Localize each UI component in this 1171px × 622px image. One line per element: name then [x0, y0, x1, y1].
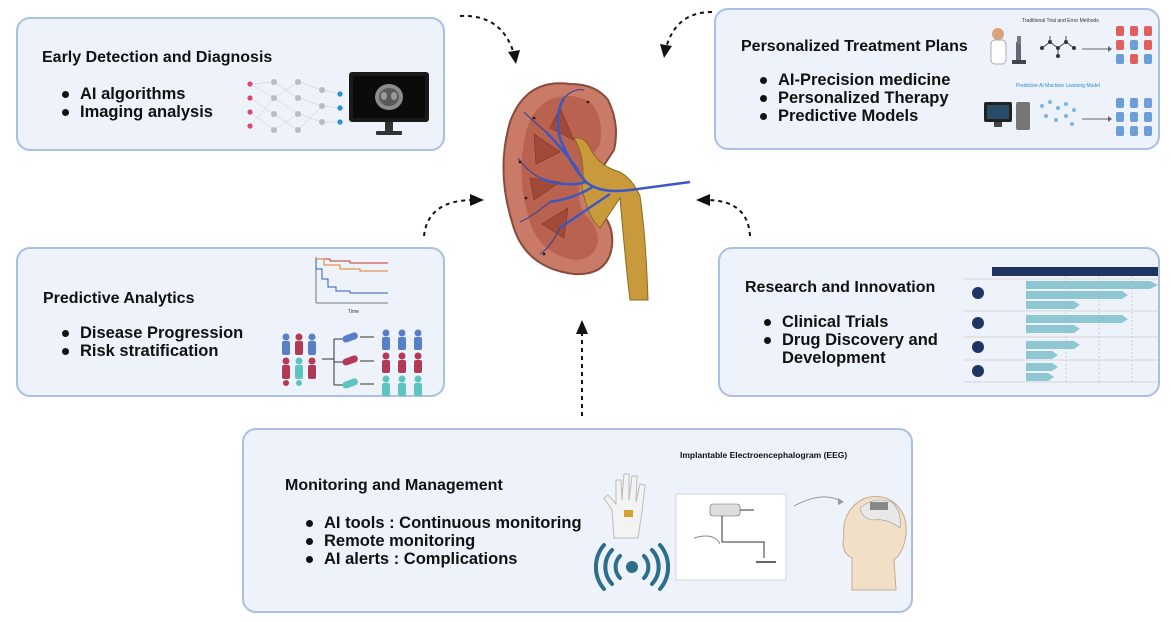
arrow-to-kidney-from-early-detection: [459, 14, 520, 64]
list-item: Development: [782, 349, 886, 367]
wireless-signal-icon: [593, 543, 671, 591]
list-item: Disease Progression: [60, 324, 243, 342]
list-item: Risk stratification: [60, 342, 243, 360]
list-item: Predictive Models: [758, 107, 950, 125]
list-item: AI alerts : Complications: [304, 550, 582, 568]
figure-heading-traditional: Traditional Trial and Error Methods: [1022, 18, 1099, 24]
monitoring-title: Monitoring and Management: [285, 477, 503, 494]
arrow-icon: [1082, 116, 1112, 122]
molecule-cluster-icon: [1040, 100, 1076, 126]
personalized-treatment-list: AI-Precision medicine Personalized Thera…: [758, 71, 950, 125]
predictive-analytics-panel: Predictive Analytics Disease Progression…: [16, 247, 445, 397]
monitor-brain-scan-icon: [349, 72, 429, 135]
early-detection-panel: Early Detection and Diagnosis AI algorit…: [16, 17, 445, 151]
arrow-icon: [1082, 46, 1112, 52]
population-stratification-icon: [282, 329, 422, 396]
research-innovation-list: Clinical Trials Drug Discovery and Devel…: [762, 313, 938, 367]
monitoring-list: AI tools : Continuous monitoring Remote …: [304, 514, 582, 568]
research-innovation-title: Research and Innovation: [745, 279, 936, 296]
early-detection-list: AI algorithms Imaging analysis: [60, 85, 213, 121]
list-item: Imaging analysis: [60, 103, 213, 121]
personalized-treatment-panel: Personalized Treatment Plans AI-Precisio…: [714, 8, 1160, 150]
eeg-heading: Implantable Electroencephalogram (EEG): [680, 450, 848, 460]
patient-grid-icon: [1116, 98, 1152, 136]
chart-xlabel: Time: [348, 309, 359, 315]
survival-curve-icon: [315, 257, 388, 304]
computer-icon: [984, 102, 1030, 130]
predictive-analytics-list: Disease Progression Risk stratification: [60, 324, 243, 360]
list-item: AI algorithms: [60, 85, 213, 103]
patient-grid-icon: [1116, 26, 1152, 64]
predictive-analytics-title: Predictive Analytics: [43, 290, 195, 307]
kidney-icon: [502, 82, 691, 301]
arrow-to-kidney-from-analytics: [423, 194, 484, 237]
arrow-to-kidney-from-research: [696, 194, 751, 237]
scientist-microscope-icon: [990, 28, 1026, 65]
list-item: Drug Discovery and: [762, 331, 938, 349]
list-item: Personalized Therapy: [758, 89, 950, 107]
early-detection-title: Early Detection and Diagnosis: [42, 49, 273, 66]
list-item: Clinical Trials: [762, 313, 938, 331]
personalized-treatment-title: Personalized Treatment Plans: [741, 38, 968, 55]
neural-network-icon: [247, 79, 343, 133]
research-innovation-panel: Research and Innovation Clinical Trials …: [718, 247, 1160, 397]
arrow-to-kidney-from-treatment: [660, 11, 713, 58]
molecule-icon: [1040, 36, 1076, 58]
arrow-to-kidney-from-monitoring: [576, 320, 588, 416]
eeg-implant-head-icon: [675, 493, 907, 591]
list-item: AI tools : Continuous monitoring: [304, 514, 582, 532]
list-item: AI-Precision medicine: [758, 71, 950, 89]
clinical-trial-pipeline-icon: [964, 267, 1158, 383]
monitoring-panel: Monitoring and Management AI tools : Con…: [242, 428, 913, 613]
list-item: Remote monitoring: [304, 532, 582, 550]
figure-heading-ai-model: Predictive AI Machine Learning Model: [1016, 83, 1100, 89]
hand-implant-icon: [603, 473, 646, 539]
